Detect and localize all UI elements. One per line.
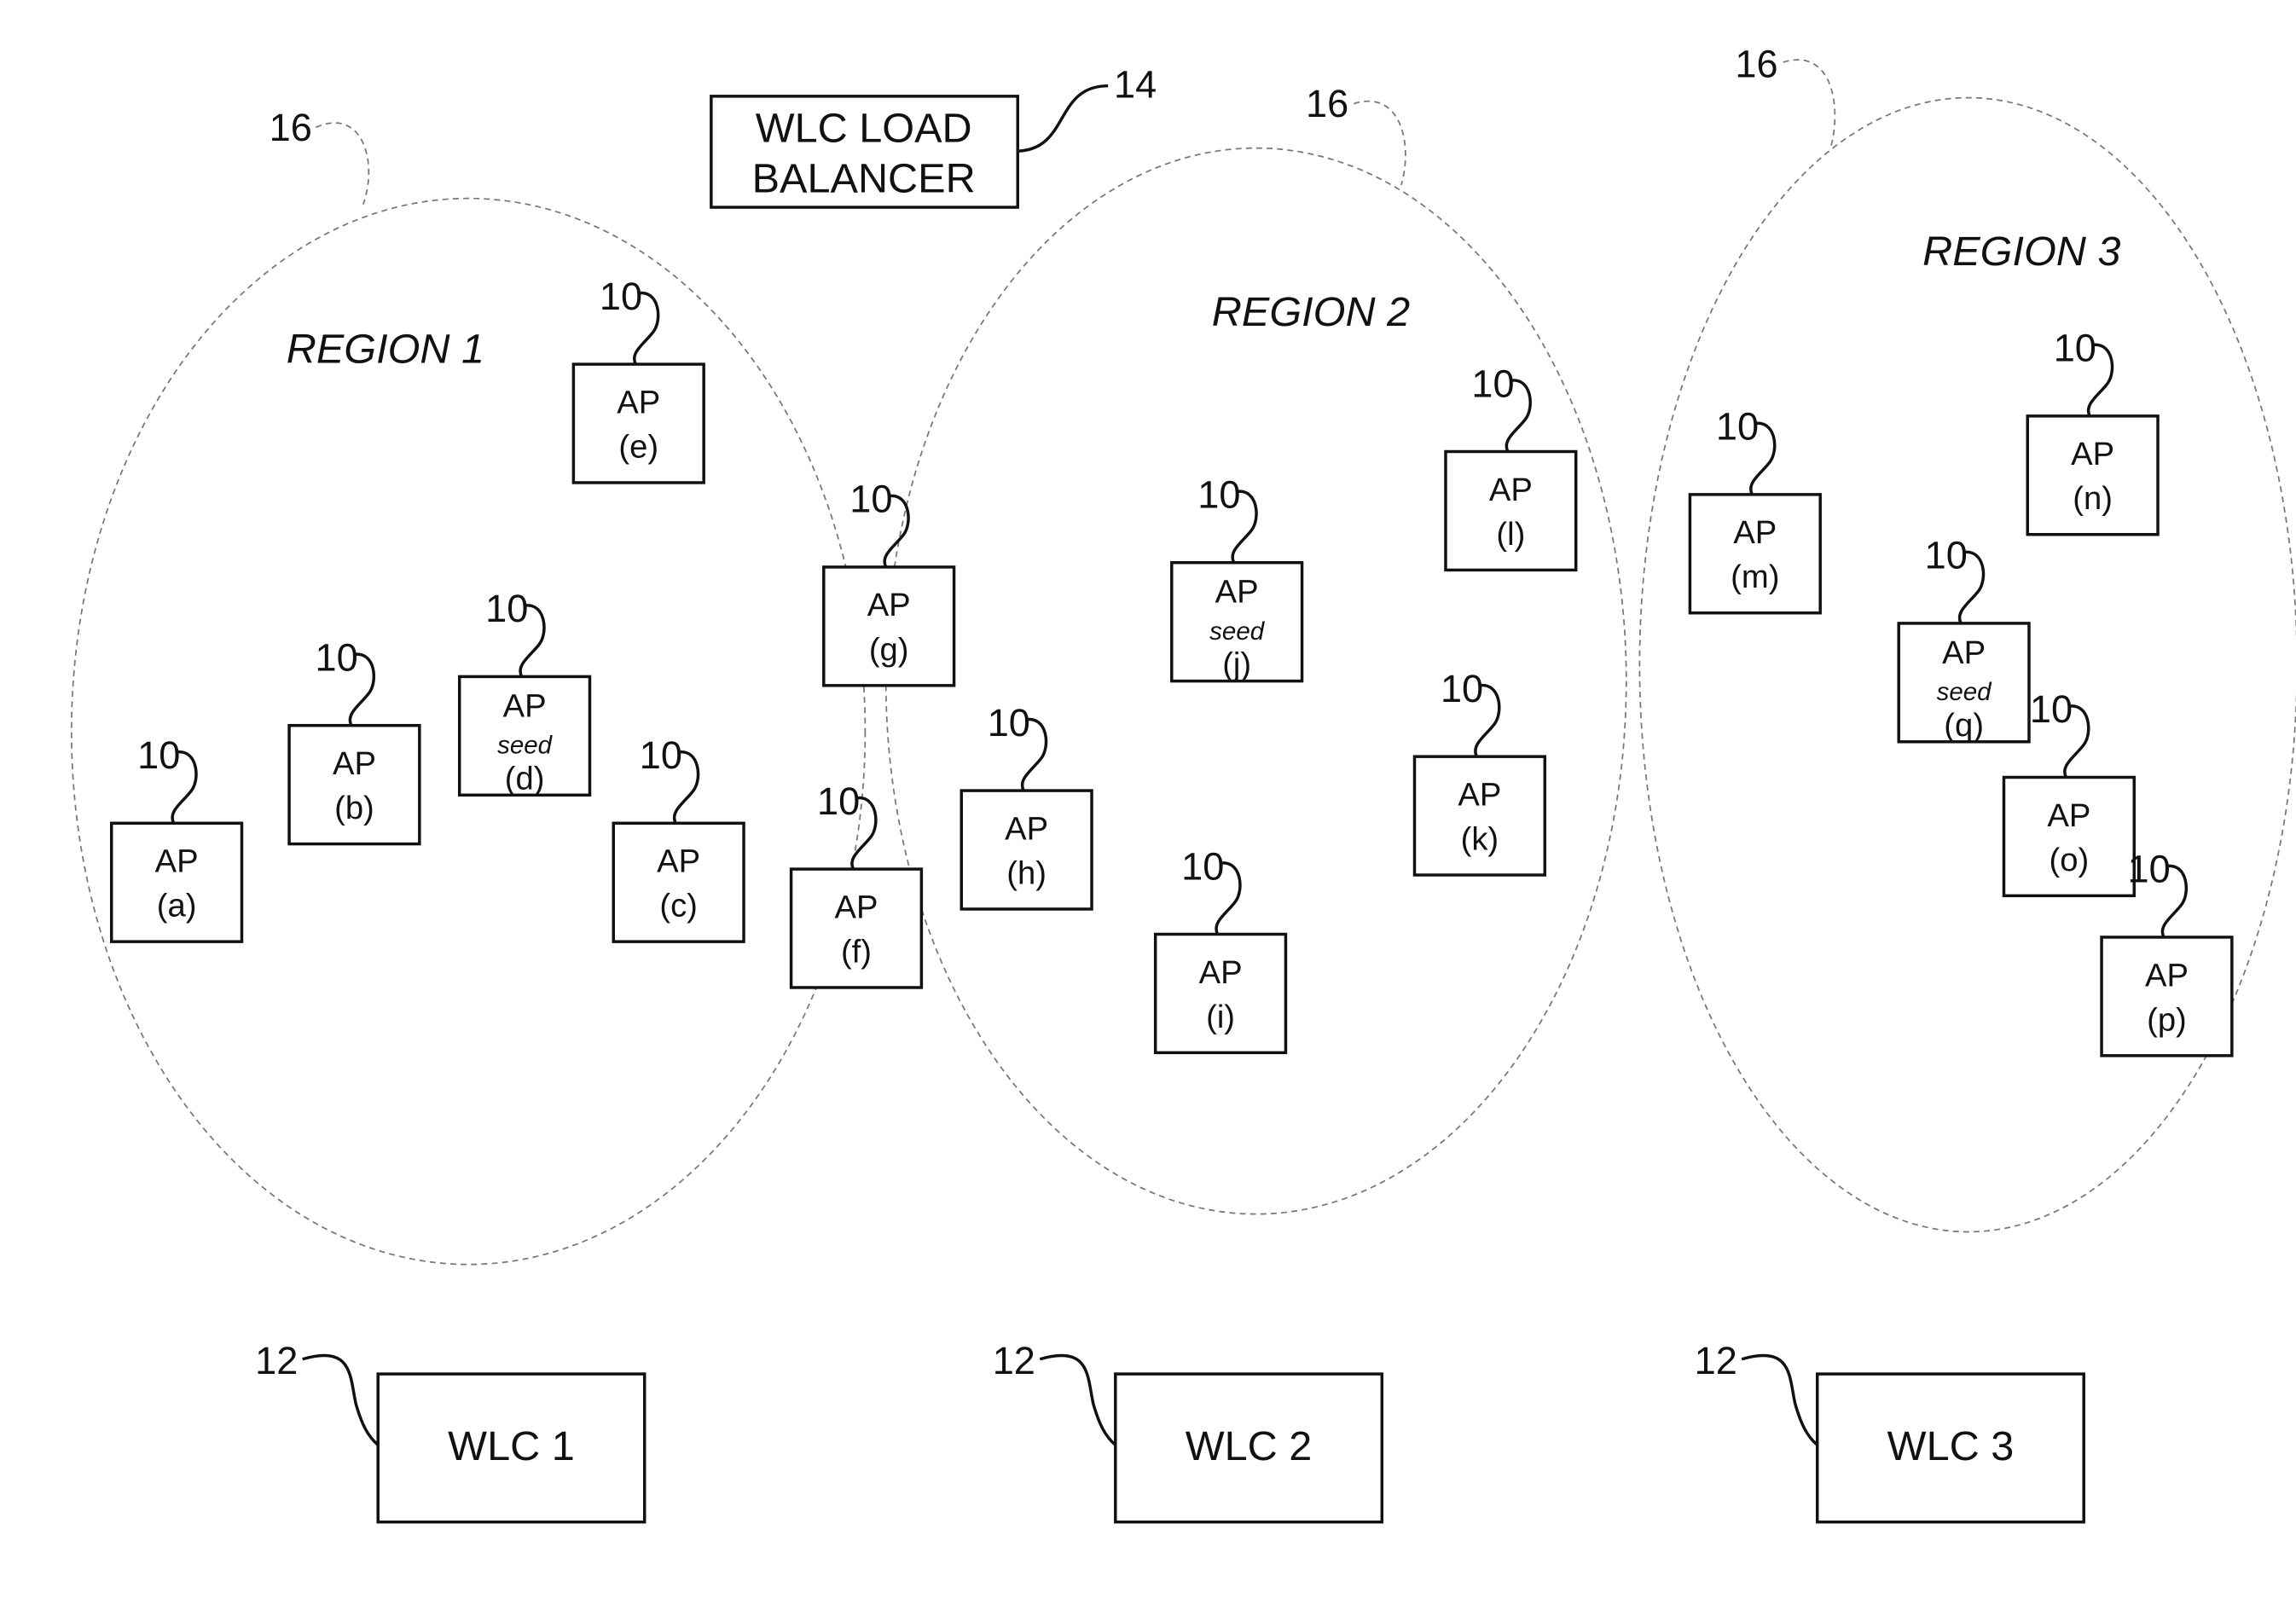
access-point-ref-numeral: 10 — [2128, 848, 2171, 891]
access-point-ref-numeral: 10 — [137, 733, 180, 777]
access-point-e: AP (e) 10 — [573, 275, 704, 483]
access-point-title: AP — [835, 889, 878, 925]
access-point-letter: (j) — [1222, 646, 1251, 683]
access-point-title: AP — [155, 843, 199, 880]
access-point-q: AP seed(q) 10 — [1899, 534, 2029, 744]
access-point-letter: (e) — [618, 428, 658, 465]
access-point-layer: AP(a)10AP(b)10APseed(d)10AP(e)10AP(c)10A… — [112, 275, 2232, 1056]
access-point-letter: (o) — [2050, 842, 2090, 878]
access-point-title: AP — [1942, 634, 1986, 671]
access-point-letter: (k) — [1461, 821, 1499, 858]
access-point-ref-numeral: 10 — [1197, 472, 1240, 516]
access-point-title: AP — [333, 745, 376, 782]
access-point-letter: (a) — [157, 888, 197, 924]
access-point-letter: (g) — [869, 631, 909, 668]
access-point-ref-numeral: 10 — [988, 701, 1030, 744]
access-point-i: AP (i) 10 — [1156, 844, 1286, 1052]
access-point-ref-numeral: 10 — [600, 275, 642, 318]
region-3-label: REGION 3 — [1922, 229, 2120, 275]
wlc-3-leader-line — [1742, 1355, 1818, 1445]
region-1-leader-line — [316, 123, 368, 204]
access-point-letter: (h) — [1006, 855, 1047, 891]
access-point-letter: (p) — [2147, 1001, 2187, 1038]
access-point-letter: (d) — [505, 760, 545, 797]
access-point-seed-label: seed — [1209, 617, 1266, 646]
access-point-l: AP (l) 10 — [1446, 362, 1576, 570]
wlc-2-leader-line — [1040, 1355, 1116, 1445]
access-point-ref-numeral: 10 — [485, 587, 528, 630]
access-point-title: AP — [867, 587, 911, 623]
region-2-label: REGION 2 — [1212, 289, 1410, 335]
access-point-ref-numeral: 10 — [1716, 405, 1759, 449]
region-1-ref-numeral: 16 — [270, 106, 312, 149]
access-point-seed-label: seed — [1937, 678, 1993, 706]
access-point-seed-label: seed — [497, 732, 554, 760]
access-point-j: AP seed(j) 10 — [1172, 472, 1302, 682]
region-3-ref-numeral: 16 — [1735, 42, 1777, 85]
load-balancer-ref-numeral: 14 — [1114, 63, 1157, 107]
access-point-a: AP (a) 10 — [112, 733, 242, 941]
access-point-ref-numeral: 10 — [1181, 844, 1224, 888]
wlc-1: WLC 1 12 — [255, 1339, 645, 1522]
wlc-2-ref-numeral: 12 — [993, 1339, 1035, 1382]
access-point-title: AP — [1215, 574, 1259, 611]
access-point-letter: (m) — [1731, 559, 1779, 595]
region-2-leader-line — [1354, 101, 1406, 185]
access-point-k: AP (k) 10 — [1415, 667, 1545, 875]
access-point-title: AP — [503, 687, 547, 724]
load-balancer-label-line2: BALANCER — [752, 156, 976, 202]
access-point-ref-numeral: 10 — [640, 733, 682, 777]
access-point-letter: (n) — [2073, 480, 2113, 517]
access-point-title: AP — [2047, 797, 2090, 834]
access-point-ref-numeral: 10 — [1925, 534, 1968, 577]
access-point-title: AP — [2145, 957, 2189, 994]
access-point-letter: (q) — [1944, 707, 1984, 744]
region-3-leader-line — [1783, 60, 1835, 148]
access-point-title: AP — [617, 384, 660, 420]
access-point-letter: (c) — [659, 888, 698, 924]
region-1-label: REGION 1 — [287, 326, 484, 372]
access-point-letter: (l) — [1496, 516, 1525, 553]
wlc-3-ref-numeral: 12 — [1695, 1339, 1737, 1382]
access-point-title: AP — [657, 843, 700, 880]
load-balancer-label-line1: WLC LOAD — [756, 106, 972, 152]
access-point-title: AP — [1489, 472, 1533, 508]
access-point-d: AP seed(d) 10 — [460, 587, 590, 797]
access-point-ref-numeral: 10 — [1441, 667, 1483, 710]
access-point-ref-numeral: 10 — [817, 779, 860, 823]
access-point-n: AP (n) 10 — [2027, 327, 2158, 535]
access-point-title: AP — [1199, 954, 1243, 991]
access-point-ref-numeral: 10 — [2030, 687, 2073, 731]
wlc-3-label: WLC 3 — [1887, 1423, 2015, 1469]
access-point-ref-numeral: 10 — [849, 478, 892, 521]
access-point-f: AP (f) 10 — [791, 779, 922, 988]
access-point-c: AP (c) 10 — [613, 733, 744, 941]
wlc-1-ref-numeral: 12 — [255, 1339, 298, 1382]
access-point-title: AP — [1005, 810, 1048, 847]
wlc-2: WLC 2 12 — [993, 1339, 1383, 1522]
access-point-ref-numeral: 10 — [2054, 327, 2096, 370]
wlc-load-balancer: WLC LOAD BALANCER 14 — [711, 63, 1157, 207]
region-2-ref-numeral: 16 — [1306, 82, 1348, 125]
wlc-3: WLC 3 12 — [1695, 1339, 2084, 1522]
wlc-1-leader-line — [303, 1355, 379, 1445]
access-point-title: AP — [1458, 776, 1501, 813]
wlc-1-label: WLC 1 — [448, 1423, 575, 1469]
access-point-ref-numeral: 10 — [1471, 362, 1514, 405]
access-point-ref-numeral: 10 — [316, 635, 358, 679]
wlc-2-label: WLC 2 — [1186, 1423, 1313, 1469]
access-point-m: AP (m) 10 — [1690, 405, 1820, 613]
access-point-title: AP — [2071, 436, 2114, 472]
access-point-letter: (i) — [1206, 999, 1235, 1035]
access-point-h: AP (h) 10 — [961, 701, 1092, 909]
access-point-letter: (f) — [841, 933, 872, 970]
access-point-b: AP (b) 10 — [289, 635, 420, 843]
load-balancer-leader-line — [1019, 86, 1108, 151]
access-point-letter: (b) — [334, 790, 374, 826]
access-point-g: AP (g) 10 — [824, 478, 954, 686]
access-point-title: AP — [1733, 514, 1777, 551]
